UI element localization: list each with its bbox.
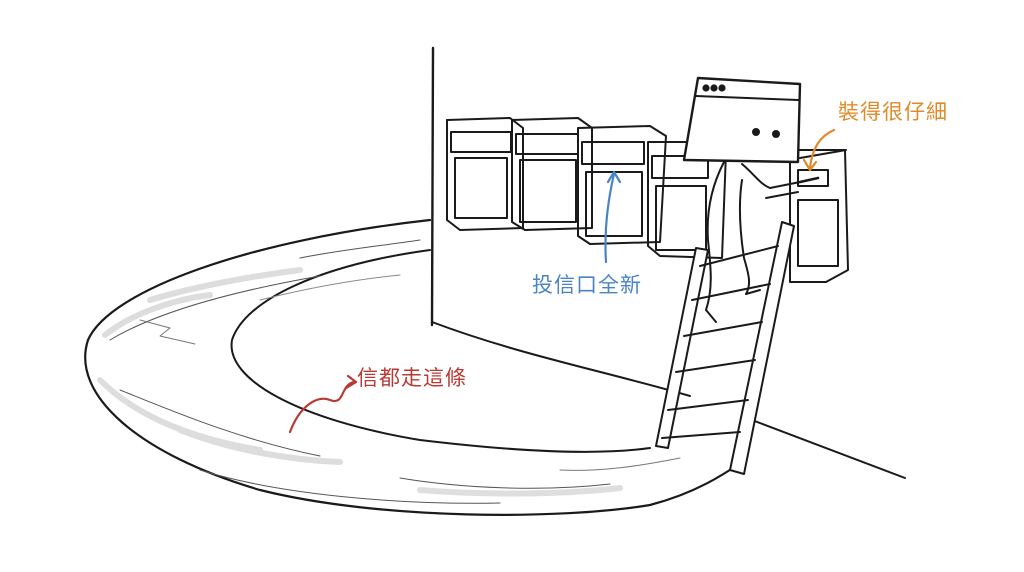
letter-path: [84, 218, 747, 516]
slots-arrow: [604, 172, 616, 264]
slots-label: 投信口全新: [532, 273, 642, 297]
wall: [430, 46, 906, 479]
mailbox-5: [789, 149, 849, 283]
ladder: [655, 221, 795, 475]
path-label: 信都走這條: [357, 366, 467, 390]
install-arrow: [808, 128, 836, 170]
path-shading: [97, 267, 623, 497]
character: [682, 76, 820, 323]
install-label: 裝得很仔細: [838, 100, 948, 124]
